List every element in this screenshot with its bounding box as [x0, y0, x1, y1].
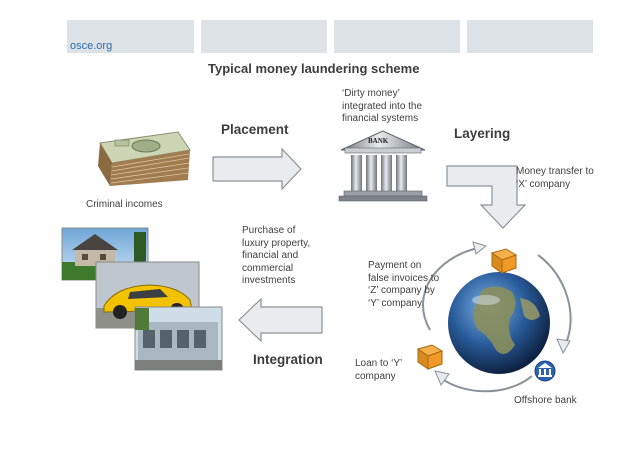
package-icon-bottom	[416, 344, 444, 370]
page-title: Typical money laundering scheme	[208, 61, 420, 76]
header-box-3	[334, 20, 460, 53]
offshore-bank-icon	[534, 360, 556, 382]
note-criminal-incomes: Criminal incomes	[86, 199, 163, 210]
note-purchase: Purchase of luxury property, financial a…	[242, 225, 311, 286]
stage-placement: Placement	[221, 122, 289, 137]
header-box-4	[467, 20, 593, 53]
stage-integration: Integration	[253, 352, 323, 367]
header-box-1	[67, 20, 194, 53]
cycle-arc-top	[422, 247, 479, 331]
note-offshore-bank: Offshore bank	[514, 395, 577, 406]
money-stack-icon	[98, 131, 191, 186]
cycle-arc-bottom	[440, 375, 533, 393]
placement-arrow	[212, 147, 302, 191]
globe-icon	[448, 272, 550, 374]
note-payment: Payment on false invoices to ‘Z’ company…	[368, 260, 440, 309]
bank-icon	[338, 130, 428, 202]
stage-layering: Layering	[454, 126, 511, 141]
layering-arrow	[446, 165, 527, 229]
bank-sign: BANK	[368, 137, 389, 145]
header-box-2	[201, 20, 327, 53]
cycle-arc-right	[537, 254, 572, 344]
package-icon-top	[490, 248, 518, 274]
note-dirty-money: ‘Dirty money’ integrated into the financ…	[342, 88, 423, 124]
note-money-transfer: Money transfer to ‘X’ company	[516, 166, 594, 190]
office-photo	[134, 306, 223, 371]
note-loan: Loan to ‘Y’ company	[355, 358, 402, 382]
source-label: osce.org	[70, 40, 113, 52]
integration-arrow	[238, 297, 323, 343]
